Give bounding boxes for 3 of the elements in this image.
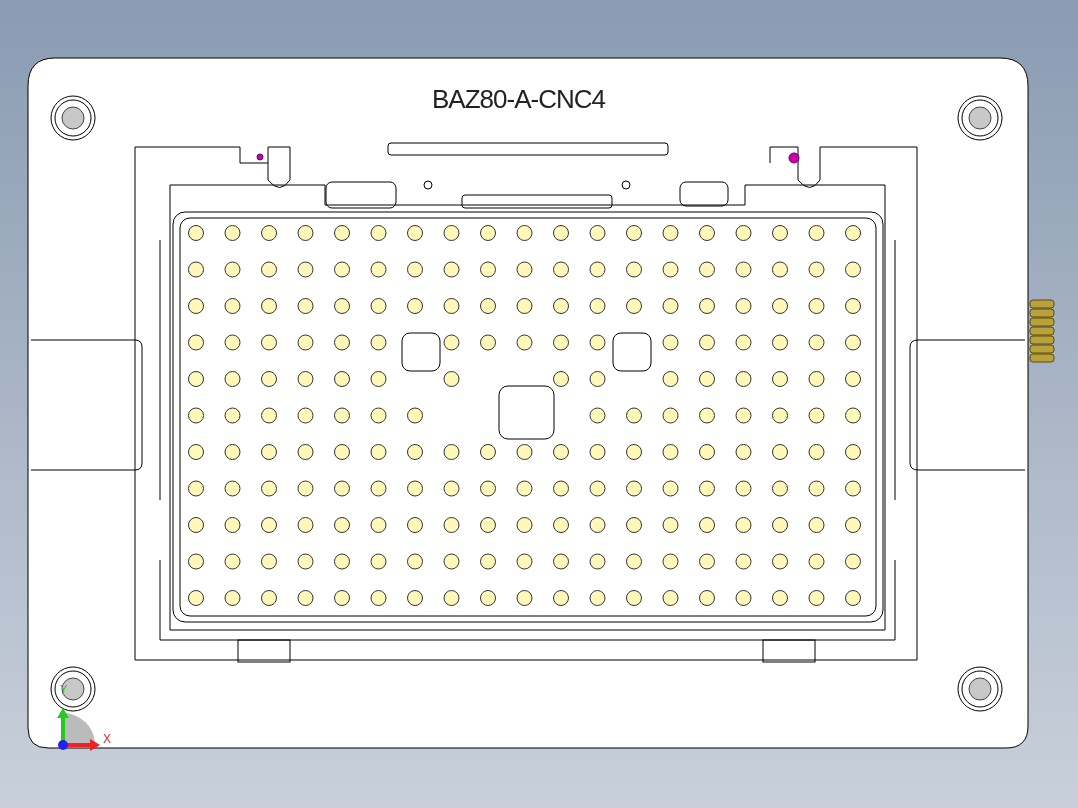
part-number-label: BAZ80-A-CNC4 (432, 86, 605, 112)
axis-label: X (103, 733, 111, 745)
axis-label: Y (60, 684, 68, 695)
